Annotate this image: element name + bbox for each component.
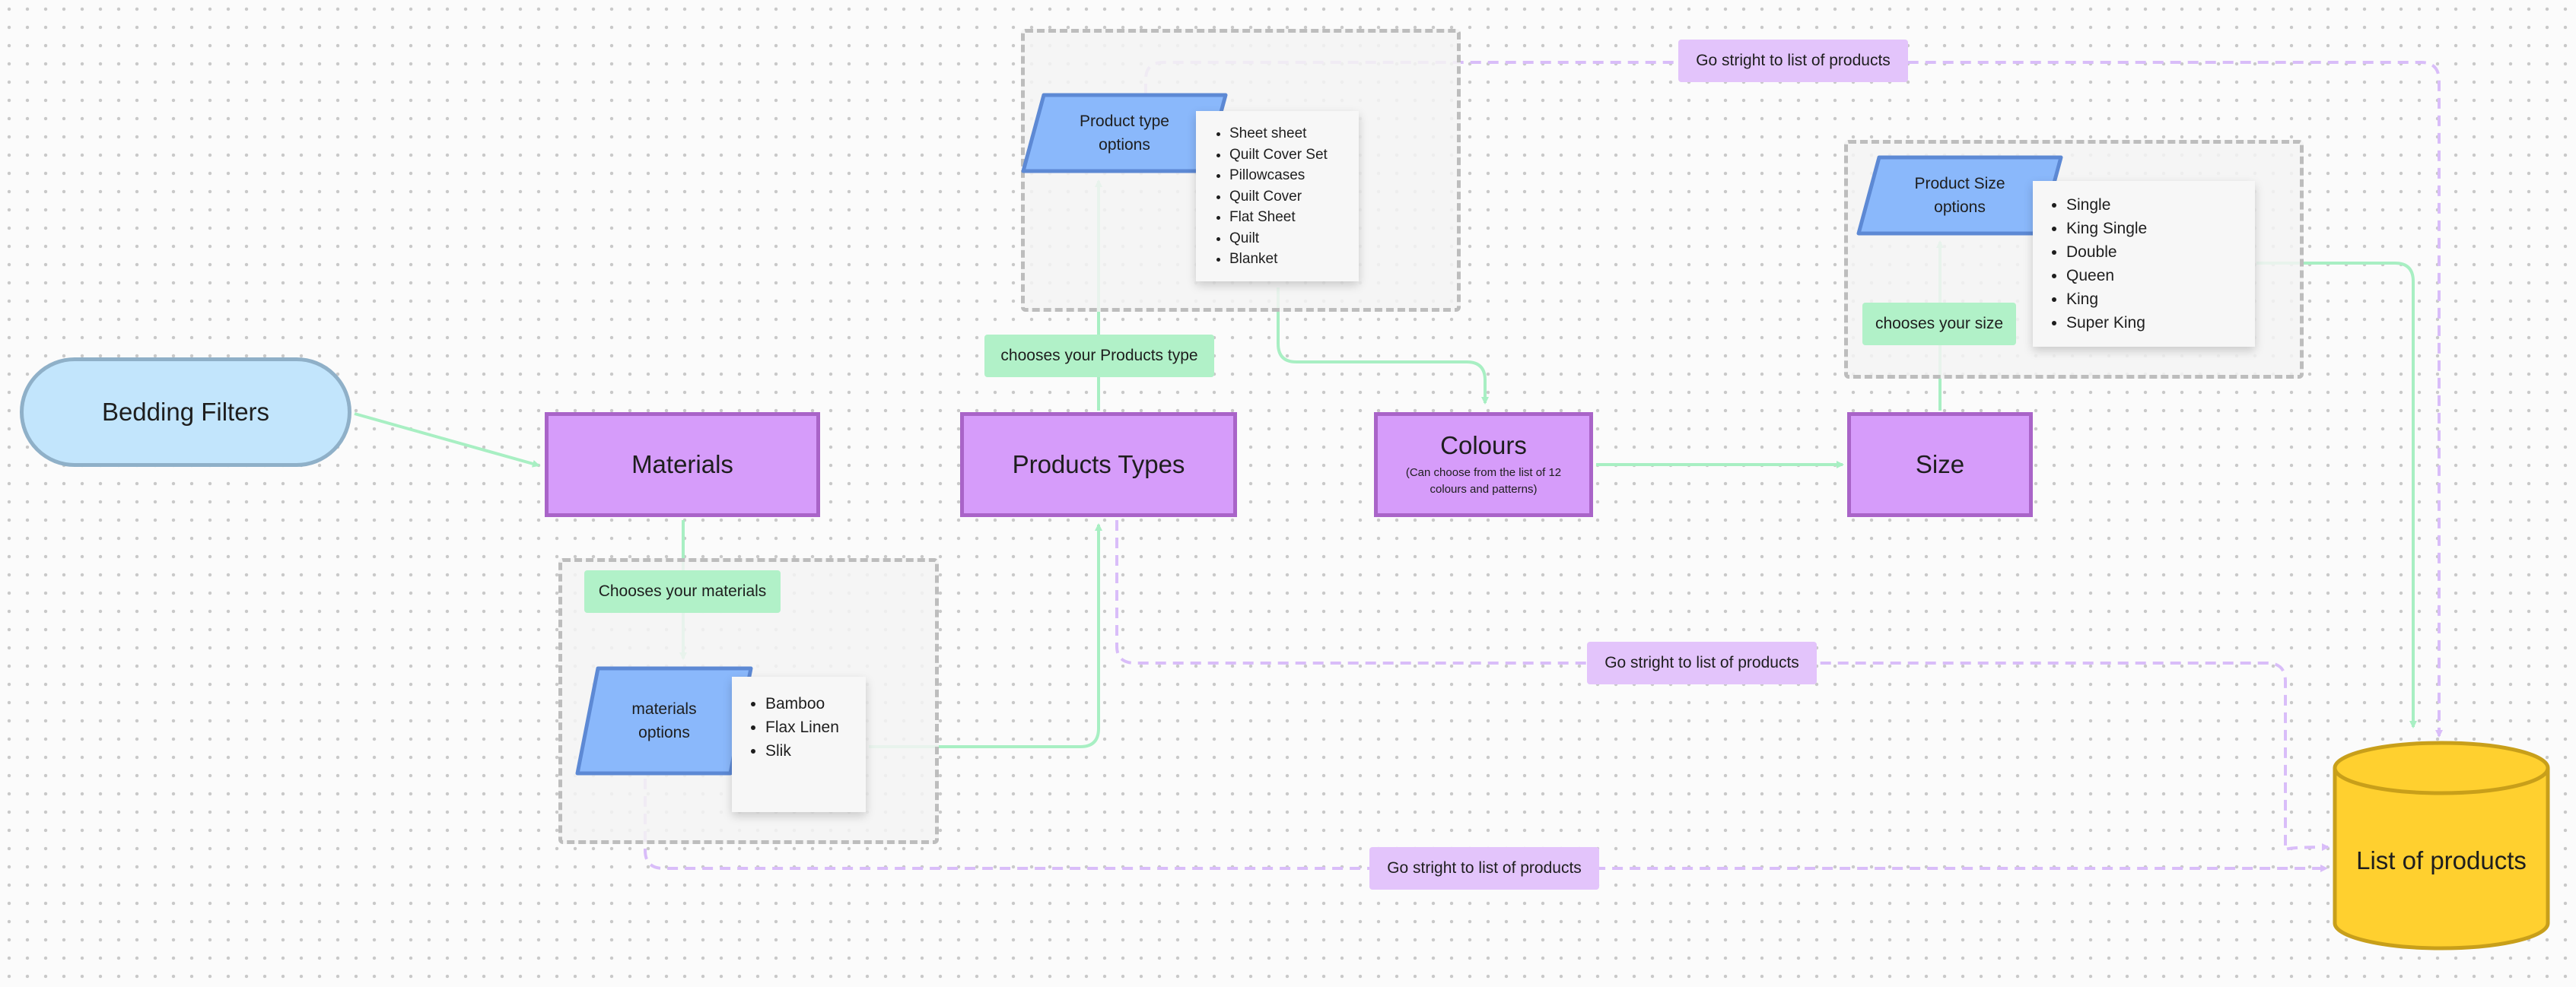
parallelogram-shape — [575, 666, 753, 776]
product-size-options-list: Single King Single Double Queen King Sup… — [2033, 181, 2255, 347]
list-item: Quilt — [1229, 228, 1348, 249]
products-types-step[interactable]: Products Types — [960, 412, 1237, 517]
chooses-size-label: chooses your size — [1862, 303, 2016, 345]
products-types-step-label: Products Types — [1012, 450, 1185, 478]
list-item: Double — [2066, 240, 2244, 264]
go-straight-label-top: Go stright to list of products — [1678, 40, 1908, 82]
list-item: Bamboo — [765, 692, 855, 716]
product-type-options-label: Product type options — [1080, 113, 1169, 154]
list-item: Blanket — [1229, 249, 1348, 270]
database-cylinder-shape — [2333, 741, 2550, 951]
colours-step[interactable]: Colours (Can choose from the list of 12 … — [1374, 412, 1593, 517]
list-item: Super King — [2066, 311, 2244, 335]
materials-step[interactable]: Materials — [545, 412, 820, 517]
connector-type-options-to-colours — [1277, 287, 1489, 405]
product-size-options-node[interactable]: Product Size options — [1856, 155, 2063, 236]
product-type-options-node[interactable]: Product type options — [1021, 93, 1228, 173]
list-item: Single — [2066, 193, 2244, 217]
list-of-products-database[interactable]: List of products — [2333, 741, 2550, 951]
size-step[interactable]: Size — [1847, 412, 2033, 517]
size-step-label: Size — [1915, 450, 1965, 478]
start-terminator[interactable]: Bedding Filters — [20, 357, 351, 467]
list-of-products-label: List of products — [2356, 846, 2527, 874]
list-item: Quilt Cover — [1229, 186, 1348, 208]
colours-step-note: (Can choose from the list of 12 colours … — [1405, 466, 1562, 496]
list-item: Pillowcases — [1229, 165, 1348, 186]
product-size-options-label: Product Size options — [1914, 175, 2005, 216]
list-item: Slik — [765, 739, 855, 763]
chooses-products-type-label: chooses your Products type — [984, 335, 1214, 377]
go-straight-label-bottom: Go stright to list of products — [1369, 847, 1599, 890]
chooses-materials-label: Chooses your materials — [584, 570, 781, 613]
materials-options-label: materials options — [631, 700, 697, 741]
connector-size-options-to-list — [2256, 262, 2417, 728]
list-item: Quilt Cover Set — [1229, 144, 1348, 166]
connector-materials-options-go-straight — [644, 779, 2328, 872]
product-type-options-list: Sheet sheet Quilt Cover Set Pillowcases … — [1196, 111, 1359, 281]
materials-options-list: Bamboo Flax Linen Slik — [732, 677, 866, 812]
connector-product-types-go-straight — [1115, 520, 2330, 852]
connector-start-to-materials — [354, 412, 540, 468]
list-item: Flax Linen — [765, 716, 855, 739]
list-item: Queen — [2066, 264, 2244, 287]
list-item: Sheet sheet — [1229, 123, 1348, 144]
list-item: King — [2066, 287, 2244, 311]
materials-options-node[interactable]: materials options — [575, 666, 753, 776]
list-item: King Single — [2066, 217, 2244, 240]
materials-step-label: Materials — [631, 450, 733, 478]
go-straight-label-middle: Go stright to list of products — [1587, 642, 1817, 684]
colours-step-label: Colours — [1440, 431, 1527, 459]
connector-materials-options-to-product-types — [869, 523, 1102, 748]
list-item: Flat Sheet — [1229, 207, 1348, 228]
